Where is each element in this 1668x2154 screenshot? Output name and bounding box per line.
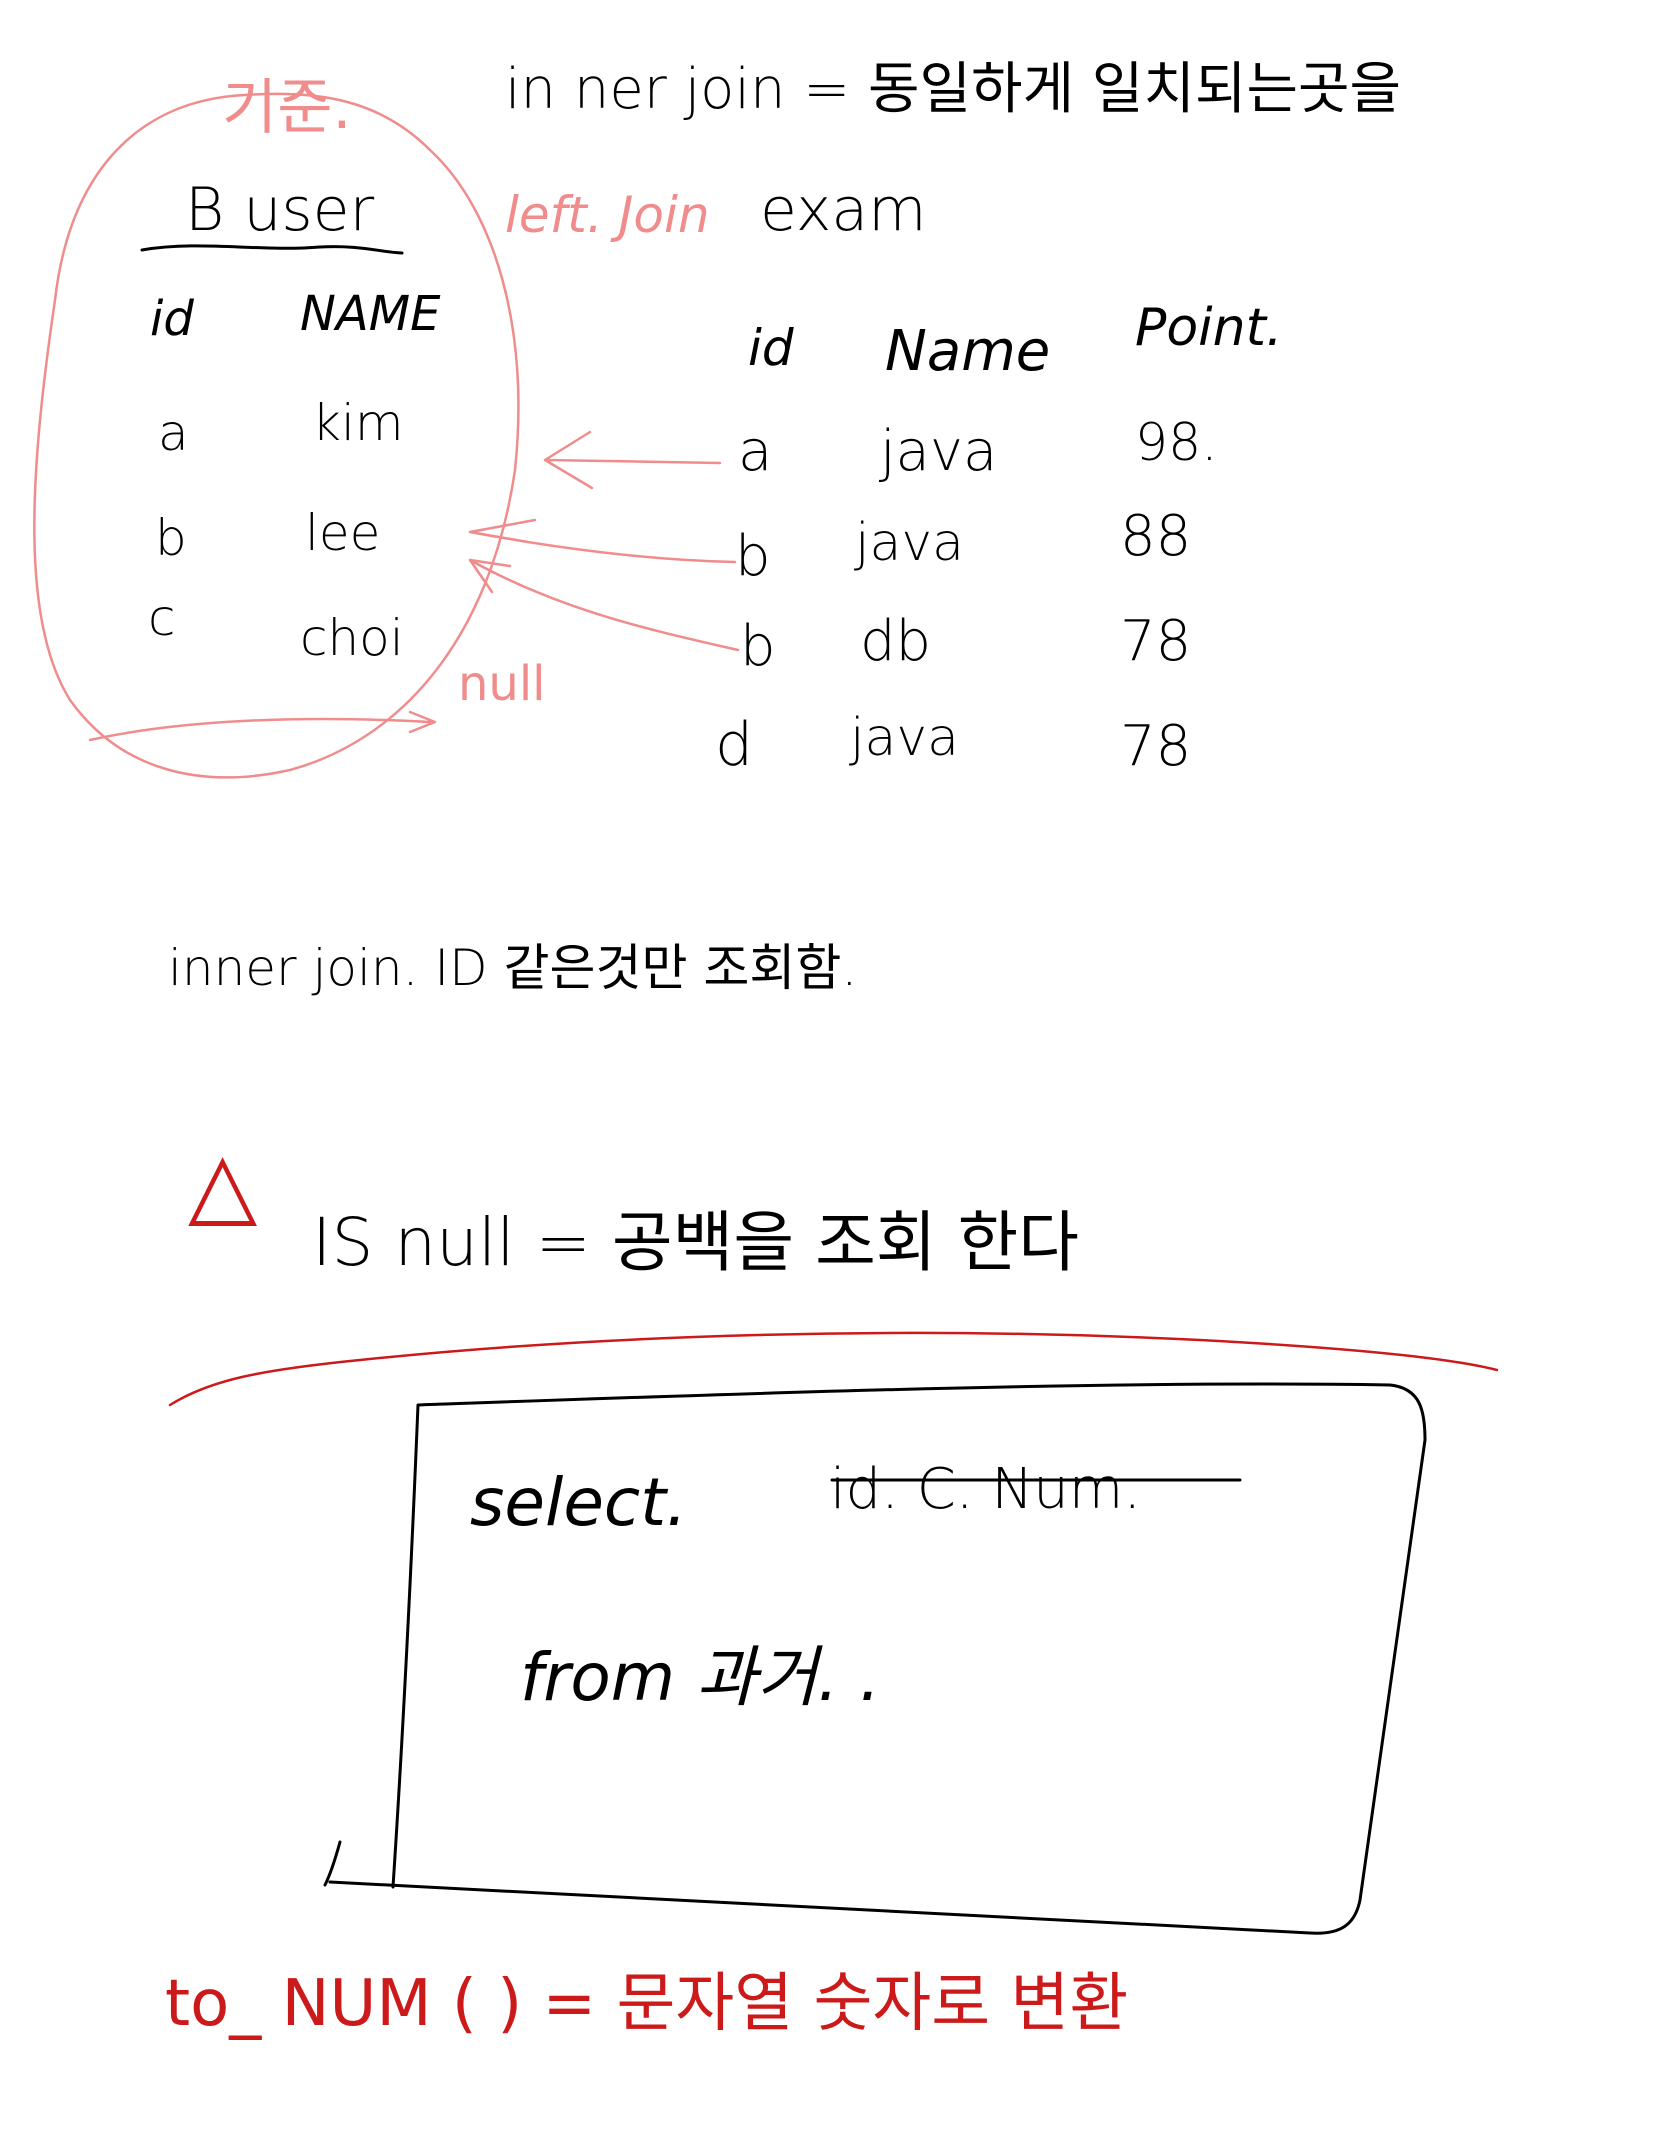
left-row-name: lee [305, 504, 380, 562]
right-row-name: java [878, 419, 997, 484]
left-row-id: c [148, 589, 176, 647]
right-row-name: java [849, 708, 959, 768]
sql-struck-text: id. C. Num. [830, 1457, 1141, 1522]
arrow-a [543, 430, 722, 490]
right-row-point: 88 [1120, 504, 1191, 569]
to-num-note: to_ NUM ( ) = 문자열 숫자로 변환 [165, 1967, 1128, 2041]
right-row-id: b [735, 524, 771, 589]
left-table-circle [33, 92, 520, 779]
sql-select-line: select. [470, 1464, 687, 1541]
sql-from-line: from 과거. . [520, 1639, 880, 1716]
right-row-point: 78 [1120, 714, 1191, 779]
right-row-name: db [860, 609, 931, 674]
right-header-name: Name [885, 319, 1050, 384]
left-row-name: kim [312, 394, 404, 452]
right-row-id: d [715, 710, 753, 780]
right-row-id: b [740, 614, 776, 679]
left-table-title-underline [140, 244, 404, 255]
top-note: in ner join = 동일하게 일치되는곳을 [505, 57, 1401, 122]
right-row-id: a [738, 419, 772, 484]
right-header-id: id [748, 319, 794, 377]
left-row-name: choi [300, 609, 404, 667]
is-null-note: IS null = 공백을 조회 한다 [312, 1204, 1079, 1281]
left-circle-tail [88, 710, 437, 742]
left-row-id: b [155, 509, 187, 567]
right-row-point: 78 [1120, 609, 1191, 674]
left-header-id: id [150, 291, 194, 347]
is-null-underline [168, 1331, 1499, 1407]
corner-mark: 기준. [222, 73, 351, 143]
right-header-point: Point. [1135, 298, 1283, 358]
right-table-title: exam [760, 175, 927, 245]
right-row-name: java [854, 513, 964, 573]
arrow-b2 [468, 558, 740, 652]
left-header-name: NAME [300, 286, 441, 342]
triangle-mark: △ [188, 1132, 257, 1237]
right-row-point: 98. [1135, 413, 1218, 473]
inner-join-note: inner join. ID 같은것만 조회함. [168, 939, 857, 997]
join-arrows [468, 430, 740, 652]
arrow-b1 [468, 518, 737, 564]
sql-box [323, 1382, 1427, 1935]
left-row-id: a [158, 404, 189, 462]
null-label: null [458, 656, 546, 712]
join-label: left. Join [505, 186, 710, 244]
left-table-title: B user [185, 175, 375, 245]
